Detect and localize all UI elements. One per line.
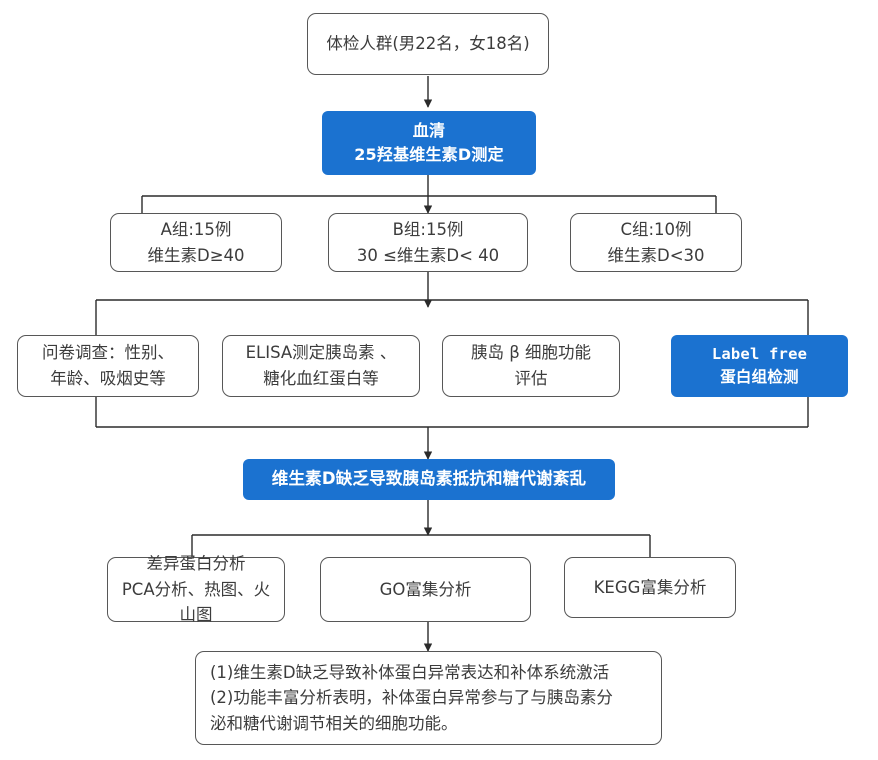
node-label-free[interactable]: Label free 蛋白组检测 — [671, 335, 848, 397]
node-label-free-text: Label free 蛋白组检测 — [711, 344, 808, 386]
node-group-c-text: C组:10例 维生素D<30 — [607, 219, 705, 265]
node-serum-test-text: 血清 25羟基维生素D测定 — [354, 121, 504, 164]
node-questionnaire[interactable]: 问卷调查：性别、 年龄、吸烟史等 — [17, 335, 199, 397]
node-group-a[interactable]: A组:15例 维生素D≥40 — [110, 213, 282, 272]
node-findings-text: (1)维生素D缺乏导致补体蛋白异常表达和补体系统激活 (2)功能丰富分析表明，补… — [210, 662, 613, 733]
node-serum-test[interactable]: 血清 25羟基维生素D测定 — [322, 111, 536, 175]
node-diff-protein-analysis[interactable]: 差异蛋白分析 PCA分析、热图、火 山图 — [107, 554, 285, 624]
node-kegg-enrichment[interactable]: KEGG富集分析 — [564, 557, 736, 618]
node-cohort[interactable]: 体检人群(男22名，女18名) — [307, 13, 549, 75]
node-questionnaire-text: 问卷调查：性别、 年龄、吸烟史等 — [42, 343, 174, 388]
node-cohort-text: 体检人群(男22名，女18名) — [326, 34, 530, 54]
node-elisa-text: ELISA测定胰岛素 、 糖化血红蛋白等 — [245, 343, 397, 388]
node-go-enrichment[interactable]: GO富集分析 — [320, 557, 531, 622]
node-go-enrichment-text: GO富集分析 — [379, 579, 472, 599]
node-group-b[interactable]: B组:15例 30 ≤维生素D< 40 — [328, 213, 528, 272]
node-conclusion-bar-text: 维生素D缺乏导致胰岛素抵抗和糖代谢紊乱 — [271, 469, 587, 489]
node-kegg-enrichment-text: KEGG富集分析 — [593, 577, 707, 597]
node-group-b-text: B组:15例 30 ≤维生素D< 40 — [356, 219, 500, 265]
node-beta-cell-function[interactable]: 胰岛 β 细胞功能 评估 — [442, 335, 620, 397]
node-beta-cell-function-text: 胰岛 β 细胞功能 评估 — [470, 343, 592, 388]
node-findings[interactable]: (1)维生素D缺乏导致补体蛋白异常表达和补体系统激活 (2)功能丰富分析表明，补… — [195, 651, 662, 745]
node-conclusion-bar[interactable]: 维生素D缺乏导致胰岛素抵抗和糖代谢紊乱 — [243, 459, 615, 500]
node-elisa[interactable]: ELISA测定胰岛素 、 糖化血红蛋白等 — [222, 335, 420, 397]
node-diff-protein-analysis-text: 差异蛋白分析 PCA分析、热图、火 山图 — [121, 554, 271, 625]
node-group-a-text: A组:15例 维生素D≥40 — [147, 219, 245, 265]
node-group-c[interactable]: C组:10例 维生素D<30 — [570, 213, 742, 272]
